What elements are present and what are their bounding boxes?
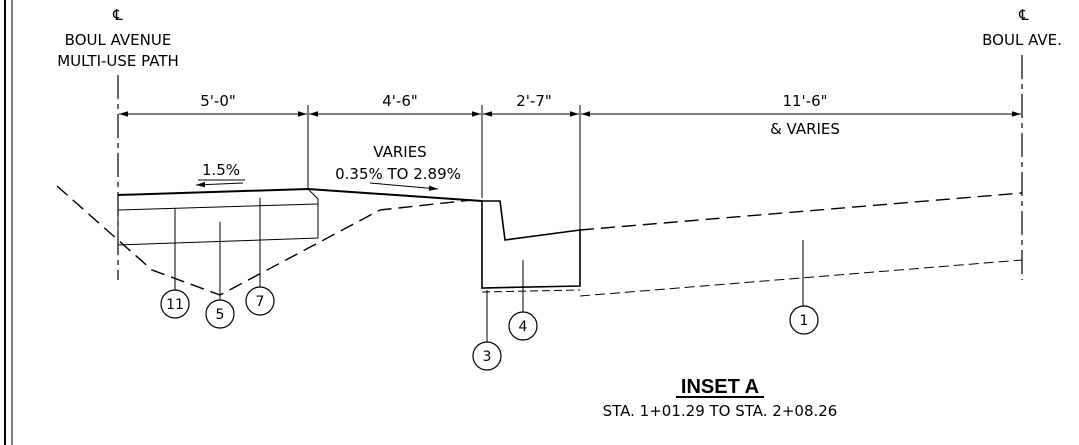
dimension-text-3: 2'-7" xyxy=(516,92,552,110)
path-surface xyxy=(117,187,483,202)
callout-1: 1 xyxy=(789,305,819,335)
path-layer-line xyxy=(117,203,319,211)
subgrade-line xyxy=(579,259,1023,297)
dimension-note: & VARIES xyxy=(770,120,840,138)
svg-text:7: 7 xyxy=(256,294,265,310)
inset-title: INSET A xyxy=(681,376,759,398)
left-label-line1: BOUL AVENUE xyxy=(65,31,172,49)
centerline-symbol-right: ℄ xyxy=(1018,6,1029,24)
slope-label-2b: 0.35% TO 2.89% xyxy=(335,165,461,183)
svg-text:5: 5 xyxy=(216,307,225,323)
path-base xyxy=(117,188,319,246)
existing-ground-left xyxy=(56,185,473,296)
right-label-line1: BOUL AVE. xyxy=(982,31,1062,49)
dimension-text-4: 11'-6" xyxy=(782,92,827,110)
slope-label-1: 1.5% xyxy=(202,161,240,179)
callout-11: 11 xyxy=(160,289,190,319)
callout-5: 5 xyxy=(205,299,235,329)
dimension-text-1: 5'-0" xyxy=(200,92,236,110)
svg-text:4: 4 xyxy=(519,319,528,335)
slope-label-2a: VARIES xyxy=(373,143,426,161)
curb-gutter xyxy=(481,200,581,289)
centerline-symbol-left: ℄ xyxy=(112,6,123,24)
callout-3: 3 xyxy=(472,341,502,371)
callout-7: 7 xyxy=(245,286,275,316)
slope-arrow-1 xyxy=(195,181,244,188)
svg-text:3: 3 xyxy=(483,349,492,365)
svg-text:11: 11 xyxy=(166,297,184,313)
dimension-text-2: 4'-6" xyxy=(382,92,418,110)
slope-arrow-2 xyxy=(369,182,439,191)
inset-station: STA. 1+01.29 TO STA. 2+08.26 xyxy=(603,402,838,420)
existing-ground-right xyxy=(579,192,1023,231)
curb-base-line xyxy=(481,289,581,293)
svg-text:1: 1 xyxy=(800,313,809,329)
callout-4: 4 xyxy=(508,311,538,341)
left-label-line2: MULTI-USE PATH xyxy=(57,52,179,70)
